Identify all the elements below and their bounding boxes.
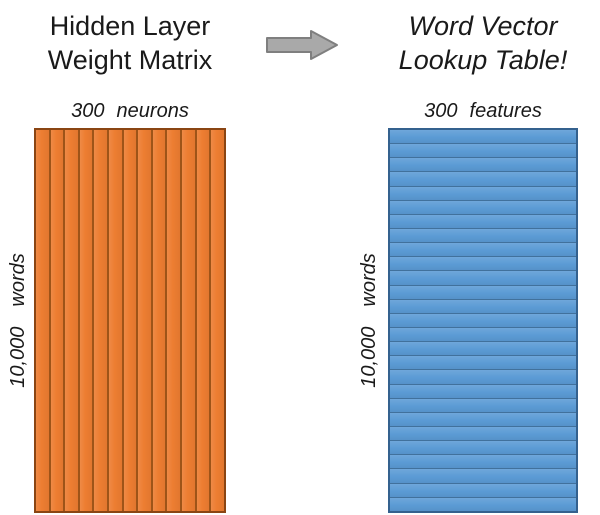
- left-matrix-row-unit: words: [6, 253, 29, 307]
- right-arrow-icon: [264, 27, 340, 63]
- matrix-row: [390, 199, 576, 214]
- matrix-row: [390, 157, 576, 172]
- matrix-column: [63, 130, 78, 511]
- left-matrix-side-label-text: 10,000 words: [7, 253, 30, 388]
- matrix-row: [390, 242, 576, 257]
- matrix-row: [390, 312, 576, 327]
- matrix-column: [209, 130, 224, 511]
- matrix-column: [107, 130, 122, 511]
- matrix-row: [390, 298, 576, 313]
- matrix-row: [390, 482, 576, 497]
- matrix-row: [390, 213, 576, 228]
- matrix-row: [390, 326, 576, 342]
- matrix-row: [390, 397, 576, 412]
- matrix-row: [390, 171, 576, 186]
- matrix-row: [390, 341, 576, 356]
- left-matrix-side-label: 10,000 words: [1, 128, 35, 513]
- left-title-line2: Weight Matrix: [47, 45, 213, 75]
- matrix-column: [48, 130, 64, 511]
- right-matrix-side-label-text: 10,000 words: [358, 253, 381, 388]
- right-matrix-column-count: 300: [424, 100, 458, 122]
- right-title-line1: Word Vector: [408, 11, 558, 41]
- right-matrix-row-count: 10,000: [357, 326, 380, 388]
- matrix-column: [121, 130, 137, 511]
- left-matrix-row-count: 10,000: [6, 326, 29, 388]
- matrix-row: [390, 284, 576, 299]
- matrix-column: [180, 130, 195, 511]
- matrix-row: [390, 440, 576, 455]
- matrix-row: [390, 496, 576, 511]
- matrix-column: [36, 130, 49, 511]
- matrix-row: [390, 256, 576, 271]
- matrix-column: [165, 130, 181, 511]
- matrix-row: [390, 369, 576, 384]
- matrix-column: [194, 130, 210, 511]
- left-title: Hidden Layer Weight Matrix: [24, 9, 236, 77]
- matrix-row: [390, 227, 576, 243]
- left-matrix-column-count: 300: [71, 100, 105, 122]
- matrix-row: [390, 425, 576, 441]
- matrix-row: [390, 468, 576, 483]
- matrix-column: [92, 130, 108, 511]
- matrix-row: [390, 383, 576, 398]
- right-matrix-top-label: 300 features: [388, 100, 578, 123]
- hidden-layer-weight-matrix: [34, 128, 226, 513]
- matrix-column: [136, 130, 151, 511]
- right-matrix-column-unit: features: [469, 100, 542, 122]
- left-matrix-column-unit: neurons: [116, 100, 189, 122]
- right-title-line2: Lookup Table!: [398, 45, 568, 75]
- matrix-column: [150, 130, 166, 511]
- word-vector-lookup-table: [388, 128, 578, 513]
- matrix-row: [390, 185, 576, 200]
- right-title: Word Vector Lookup Table!: [376, 9, 590, 77]
- left-matrix-top-label: 300 neurons: [34, 100, 226, 123]
- right-matrix-side-label: 10,000 words: [352, 128, 386, 513]
- matrix-row: [390, 411, 576, 426]
- matrix-row: [390, 270, 576, 285]
- matrix-row: [390, 454, 576, 469]
- right-matrix-row-unit: words: [357, 253, 380, 307]
- left-title-line1: Hidden Layer: [49, 11, 211, 41]
- matrix-row: [390, 130, 576, 144]
- matrix-row: [390, 355, 576, 370]
- matrix-row: [390, 143, 576, 158]
- matrix-column: [77, 130, 93, 511]
